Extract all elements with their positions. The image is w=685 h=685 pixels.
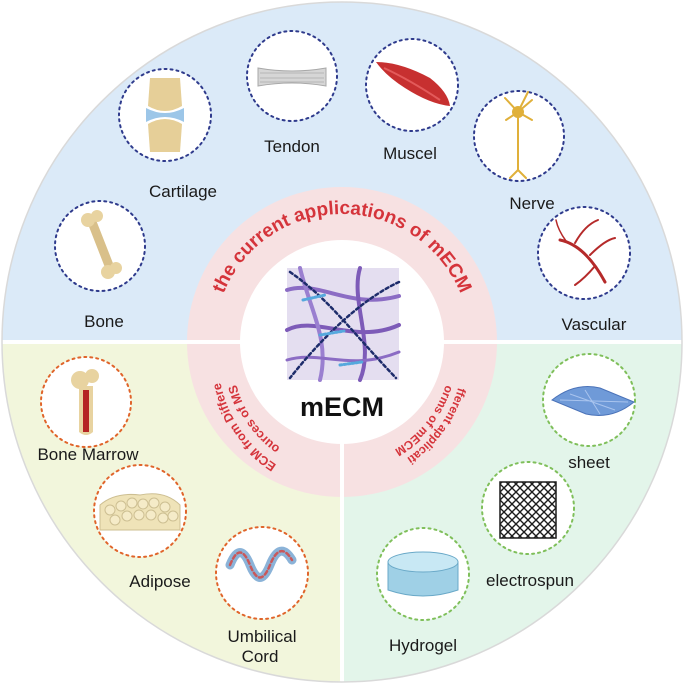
form-hydrogel: Hydrogel [376, 527, 470, 655]
source-umbilical-cord: Umbilical Cord [215, 526, 309, 666]
application-vascular: Vascular [537, 206, 631, 334]
application-nerve: Nerve [473, 90, 565, 213]
cartilage-joint-icon [146, 78, 184, 152]
application-label: Tendon [264, 137, 320, 156]
form-label: electrospun [486, 571, 574, 590]
electrospun-fiber-icon [499, 481, 557, 539]
source-label: Bone Marrow [37, 445, 139, 464]
vascular-icon [555, 219, 616, 286]
application-label: Cartilage [149, 182, 217, 201]
source-label: Adipose [129, 572, 190, 591]
center-title: mECM [300, 392, 384, 422]
form-sheet: sheet [542, 353, 636, 472]
application-label: Nerve [509, 194, 554, 213]
application-label: Bone [84, 312, 124, 331]
application-label: Muscel [383, 144, 437, 163]
source-label: Umbilical [228, 627, 297, 646]
application-tendon: Tendon [246, 30, 338, 156]
neuron-icon [504, 91, 533, 179]
source-adipose: Adipose [93, 464, 191, 591]
fiber-network-icon [285, 266, 401, 382]
femur-marrow-icon [71, 369, 99, 435]
source-bone-marrow: Bone Marrow [37, 356, 139, 464]
adipose-tissue-icon [99, 493, 181, 531]
application-muscle: Muscel [365, 38, 459, 163]
muscle-icon [376, 62, 450, 106]
application-bone: Bone [54, 200, 146, 331]
hydrogel-icon [387, 551, 459, 597]
application-label: Vascular [562, 315, 627, 334]
form-label: Hydrogel [389, 636, 457, 655]
source-label: Cord [242, 647, 279, 666]
center-mecm: mECM [285, 266, 401, 422]
form-label: sheet [568, 453, 610, 472]
tendon-icon [257, 67, 327, 87]
umbilical-cord-icon [225, 546, 297, 582]
bone-icon [81, 210, 122, 279]
application-cartilage: Cartilage [118, 68, 217, 201]
form-electrospun: electrospun [481, 461, 575, 590]
sheet-icon [551, 386, 635, 416]
